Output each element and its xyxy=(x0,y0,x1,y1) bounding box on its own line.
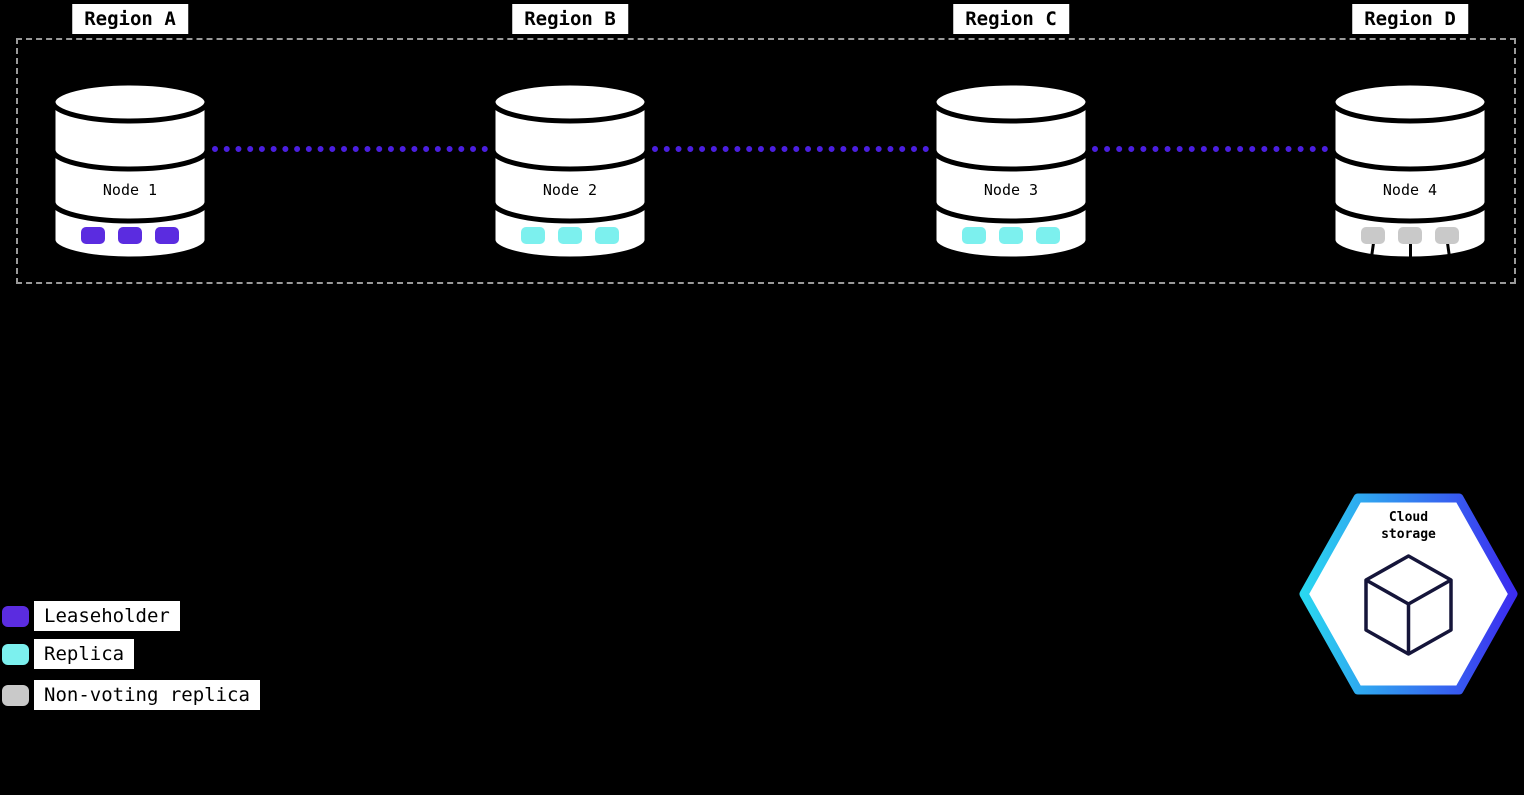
storage-connector-line xyxy=(1409,243,1412,266)
region-label-c: Region C xyxy=(953,4,1069,34)
legend-label: Non-voting replica xyxy=(34,680,260,710)
replica-swatch-icon xyxy=(2,643,29,665)
non-voting-replica-swatch-icon xyxy=(2,684,29,706)
database-icon xyxy=(931,80,1091,262)
replica-row xyxy=(962,227,1060,244)
replica-row xyxy=(1361,227,1459,244)
replica-square xyxy=(558,227,582,244)
legend-item-non-voting-replica: Non-voting replica xyxy=(2,680,260,710)
region-label-b: Region B xyxy=(512,4,628,34)
database-icon xyxy=(1330,80,1490,262)
node-label: Node 3 xyxy=(983,181,1039,199)
node-label: Node 4 xyxy=(1382,181,1438,199)
cloud-storage-label: Cloud storage xyxy=(1381,510,1436,542)
replication-link-1 xyxy=(212,146,488,152)
replica-square xyxy=(1036,227,1060,244)
non-voting-replica-square xyxy=(1435,227,1459,244)
legend-item-leaseholder: Leaseholder xyxy=(2,601,180,631)
database-icon xyxy=(50,80,210,262)
storage-connector-lines xyxy=(1330,80,1490,266)
node-label: Node 2 xyxy=(542,181,598,199)
replica-row xyxy=(81,227,179,244)
node-label: Node 1 xyxy=(102,181,158,199)
replica-row xyxy=(521,227,619,244)
legend-label: Leaseholder xyxy=(34,601,180,631)
node-group-1: Node 1 xyxy=(50,80,210,262)
non-voting-replica-square xyxy=(1361,227,1385,244)
non-voting-replica-square xyxy=(1398,227,1422,244)
node-group-4: Node 4 xyxy=(1330,80,1490,266)
replication-link-2 xyxy=(652,146,929,152)
leaseholder-square xyxy=(118,227,142,244)
legend-item-replica: Replica xyxy=(2,639,135,669)
cloud-storage-group: Cloud storage xyxy=(1296,488,1521,700)
cloud-storage-hexagon xyxy=(1299,493,1518,695)
replica-square xyxy=(595,227,619,244)
node-group-3: Node 3 xyxy=(931,80,1091,262)
leaseholder-square xyxy=(155,227,179,244)
replica-square xyxy=(962,227,986,244)
region-label-d: Region D xyxy=(1352,4,1468,34)
region-label-a: Region A xyxy=(72,4,188,34)
leaseholder-swatch-icon xyxy=(2,605,29,627)
leaseholder-square xyxy=(81,227,105,244)
database-icon xyxy=(490,80,650,262)
cluster-boundary-box xyxy=(16,38,1516,284)
replication-link-3 xyxy=(1092,146,1328,152)
legend-label: Replica xyxy=(34,639,135,669)
cube-icon xyxy=(1364,554,1453,656)
replica-square xyxy=(999,227,1023,244)
replica-square xyxy=(521,227,545,244)
node-group-2: Node 2 xyxy=(490,80,650,262)
